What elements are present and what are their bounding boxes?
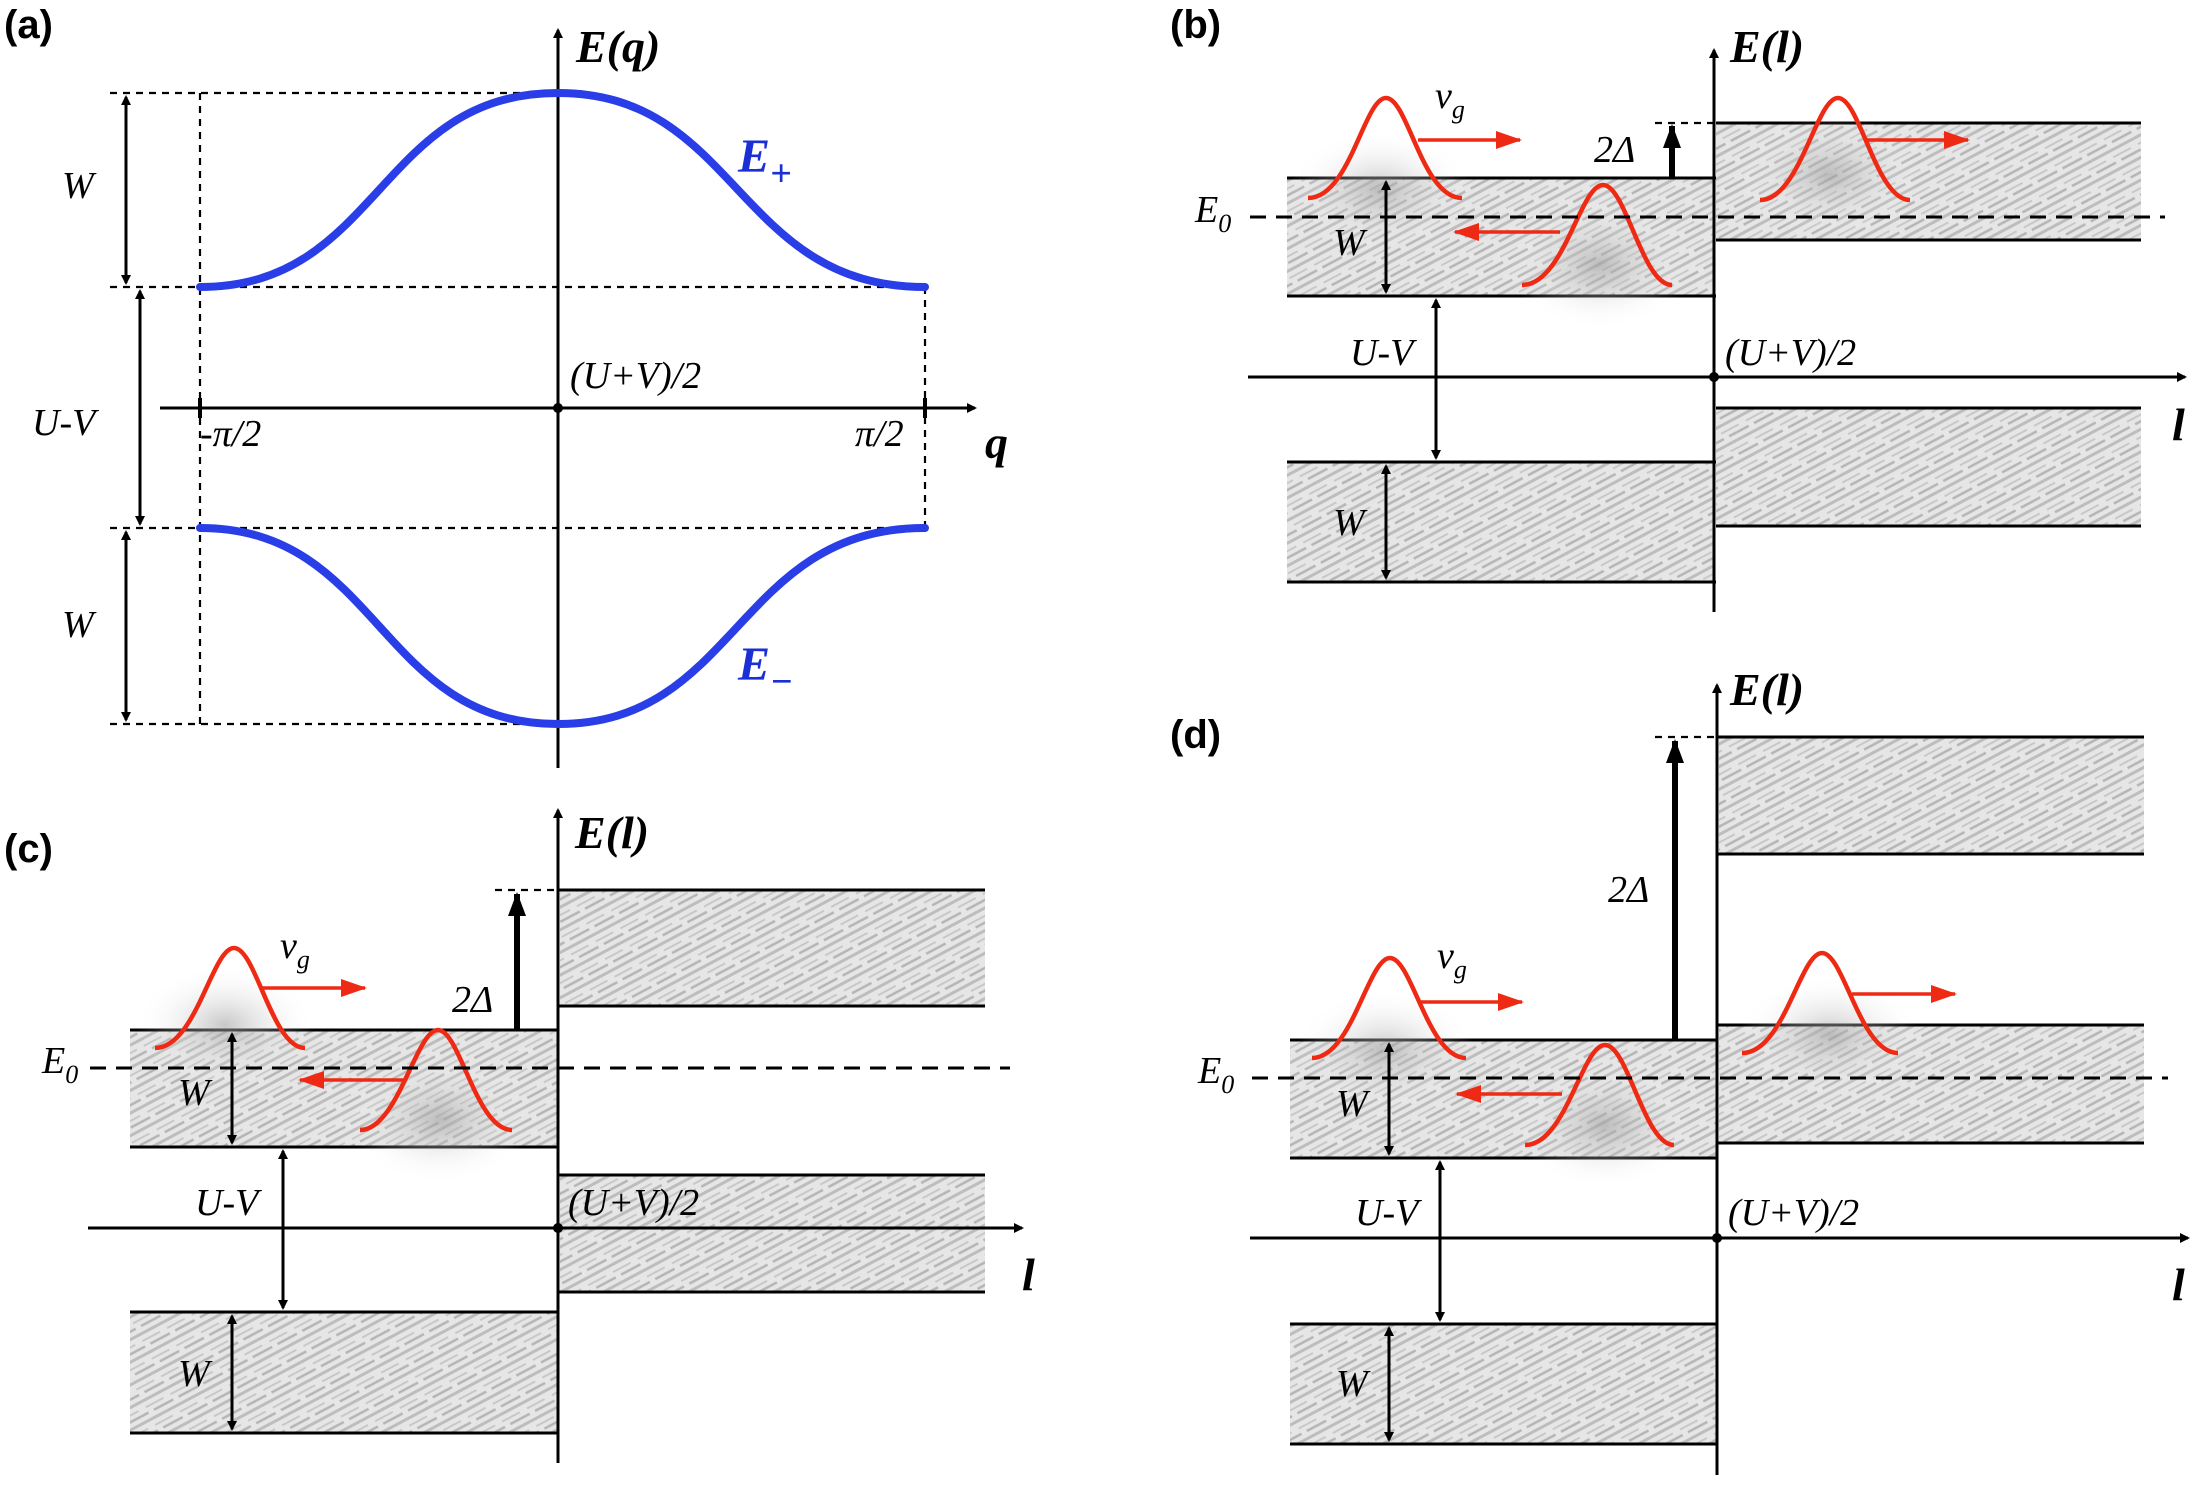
wavepacket-reflected [1524,1042,1675,1148]
origin-label: (U+V)/2 [570,355,701,397]
l-axis-label: l [2172,399,2185,450]
gap-label: U-V [1350,332,1417,374]
width-upper-label: W [1336,1083,1371,1125]
width-upper-label: W [62,165,97,207]
upper-band-label: E+ [737,130,792,195]
origin-label: (U+V)/2 [1725,332,1856,374]
left-lower-band [1287,462,1714,582]
lower-band-curve [196,524,929,729]
right-upper-band [1719,737,2144,854]
gap-label: U-V [32,402,99,444]
wavepacket-incident [1311,955,1467,1061]
panel-a-label: (a) [4,3,53,47]
energy-axis-label: E(l) [574,807,649,858]
shift-label: 2Δ [1608,869,1649,911]
left-lower-band [1290,1324,1717,1444]
panel-b: (b) E(l) [1170,3,2187,612]
panel-d: (d) E(l) l (U+V)/2 vg 2Δ [1170,664,2190,1475]
l-axis-label: l [2172,1259,2185,1310]
wavepacket-reflected [359,1027,513,1133]
right-lower-band [1716,408,2141,526]
width-lower-label: W [178,1353,213,1395]
group-velocity-label: vg [280,925,310,974]
gap-label: U-V [1355,1192,1422,1234]
wavepacket-transmitted [1759,95,1911,203]
width-upper-label: W [1333,222,1368,264]
panel-a: (a) E(q) q (U+V)/2 -π/2 π/2 W U-V W E+ E… [4,3,1008,768]
energy-axis-label: E(q) [575,21,660,72]
width-lower-label: W [1336,1363,1371,1405]
width-lower-label: W [62,604,97,646]
group-velocity-label: vg [1435,75,1465,124]
right-lower-band [560,1175,985,1292]
group-velocity-label: vg [1437,935,1467,984]
wavepacket-incident [1307,95,1463,201]
energy-axis-label: E(l) [1729,21,1804,72]
left-lower-band [130,1312,558,1433]
energy-level-label: E0 [1194,189,1231,238]
tick-left-label: -π/2 [200,413,261,455]
origin-label: (U+V)/2 [1728,1192,1859,1234]
wavepacket-reflected [1521,182,1673,288]
width-upper-label: W [178,1072,213,1114]
energy-axis-label: E(l) [1729,664,1804,715]
origin-dot [553,403,563,413]
panel-d-label: (d) [1170,713,1221,757]
shift-label: 2Δ [1594,129,1635,171]
wavepacket-incident [154,945,306,1051]
panel-b-label: (b) [1170,3,1221,47]
upper-band-curve [196,88,929,291]
l-axis-label: l [1022,1249,1035,1300]
origin-label: (U+V)/2 [568,1182,699,1224]
width-lower-label: W [1333,502,1368,544]
right-upper-band [560,890,985,1006]
tick-right-label: π/2 [855,413,904,455]
energy-level-label: E0 [41,1040,78,1089]
wavepacket-transmitted [1741,950,1899,1056]
lower-band-label: E− [737,638,793,703]
q-axis-label: q [985,417,1008,468]
panel-c-label: (c) [4,827,53,871]
gap-label: U-V [195,1182,262,1224]
energy-level-label: E0 [1197,1050,1234,1099]
shift-label: 2Δ [452,979,493,1021]
panel-c: (c) E(l) l (U+V)/2 vg 2Δ E0 W [4,807,1035,1463]
